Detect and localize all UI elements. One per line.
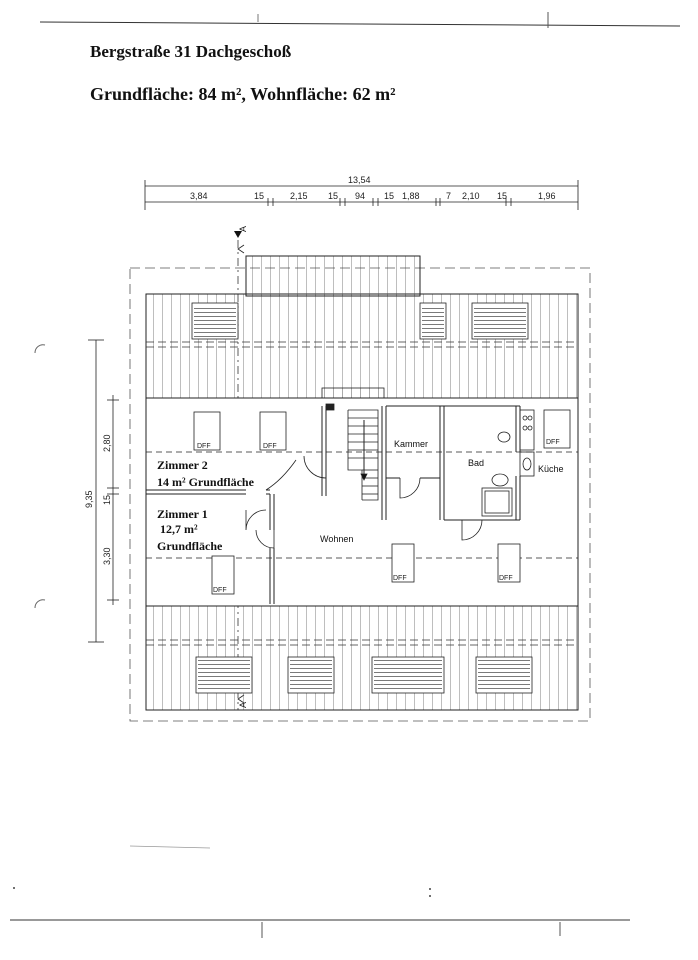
scan-mark bbox=[129, 845, 211, 849]
dim-vertical-segment: 2,80 bbox=[102, 434, 112, 452]
dim-segment: 7 bbox=[446, 191, 451, 201]
window-label-dff: DFF bbox=[393, 575, 407, 582]
room-label-zimmer2: Zimmer 2 bbox=[157, 458, 208, 472]
bathroom-fixtures bbox=[481, 409, 535, 517]
punch-mark bbox=[34, 344, 46, 354]
dim-segment: 94 bbox=[355, 191, 365, 201]
room-area-zimmer2: 14 m² Grundfläche bbox=[157, 475, 255, 489]
window-label-dff: DFF bbox=[499, 575, 513, 582]
window-label-dff: DFF bbox=[213, 587, 227, 594]
staircase bbox=[325, 403, 379, 501]
window-label-dff: DFF bbox=[197, 443, 211, 450]
scan-speck bbox=[429, 895, 431, 897]
punch-mark bbox=[34, 599, 46, 609]
scan-speck bbox=[13, 887, 15, 889]
dimension-chain-horizontal bbox=[144, 180, 579, 210]
scan-edge-top bbox=[39, 21, 681, 27]
room-area-label-zimmer1: Grundfläche bbox=[157, 539, 223, 553]
roof-windows bbox=[193, 409, 571, 595]
dimension-chain-vertical bbox=[88, 339, 119, 643]
dim-segment: 2,15 bbox=[290, 191, 308, 201]
room-label-kammer: Kammer bbox=[394, 439, 428, 449]
dim-segment: 3,84 bbox=[190, 191, 208, 201]
room-label-bad: Bad bbox=[468, 458, 484, 468]
dim-segment: 1,96 bbox=[538, 191, 556, 201]
scan-speck bbox=[429, 888, 431, 890]
room-label-wohnen: Wohnen bbox=[320, 534, 353, 544]
lower-roof bbox=[145, 605, 579, 711]
dim-segment: 15 bbox=[384, 191, 394, 201]
page-title: Bergstraße 31 Dachgeschoß bbox=[90, 42, 292, 61]
room-area-zimmer1: 12,7 m² bbox=[160, 522, 198, 536]
dim-total-width: 13,54 bbox=[348, 175, 371, 185]
room-label-kueche: Küche bbox=[538, 464, 564, 474]
dim-segment: 1,88 bbox=[402, 191, 420, 201]
section-arrow bbox=[237, 244, 245, 254]
dim-segment: 2,10 bbox=[462, 191, 480, 201]
doors bbox=[245, 455, 483, 549]
dim-segment: 15 bbox=[328, 191, 338, 201]
dim-segment: 15 bbox=[254, 191, 264, 201]
dim-segment: 15 bbox=[497, 191, 507, 201]
dim-vertical-segment: 3,30 bbox=[102, 547, 112, 565]
window-label-dff: DFF bbox=[546, 439, 560, 446]
window-label-dff: DFF bbox=[263, 443, 277, 450]
section-mark-top: A bbox=[238, 226, 248, 232]
dim-vertical-segment: 15 bbox=[102, 495, 112, 505]
upper-roof bbox=[145, 255, 579, 407]
dim-vertical-total: 9,35 bbox=[84, 490, 94, 508]
room-label-zimmer1: Zimmer 1 bbox=[157, 507, 208, 521]
page-subtitle: Grundfläche: 84 m², Wohnfläche: 62 m² bbox=[90, 84, 396, 104]
